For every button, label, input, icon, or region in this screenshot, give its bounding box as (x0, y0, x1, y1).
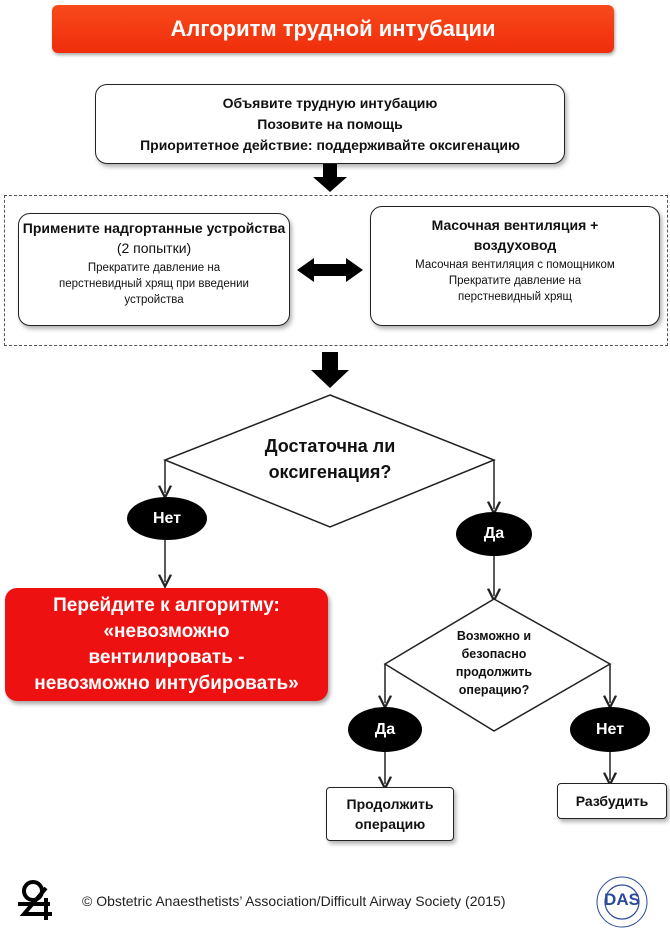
decision-diamond-1 (162, 394, 497, 528)
supraglottic-device-box: Примените надгортанные устройства (2 поп… (18, 213, 290, 326)
block-arrow-down-2 (311, 352, 349, 388)
wake-label: Разбудить (575, 793, 649, 809)
yes-oval-1-label: Да (483, 525, 505, 542)
decision-diamond-2 (383, 598, 612, 732)
continue-line1: Продолжить (346, 796, 434, 812)
title-banner: Алгоритм трудной интубации (52, 5, 614, 53)
block-arrow-down-1 (313, 164, 347, 192)
cico-algorithm-box: Перейдите к алгоритму: «невозможно венти… (5, 588, 328, 701)
left-box-sub3: устройства (124, 294, 184, 306)
decision2-line4: операцию? (458, 683, 530, 697)
decision2-line1: Возможно и (456, 629, 532, 643)
decision1-line2: оксигенация? (268, 462, 392, 482)
copyright-footer: © Obstetric Anaesthetists’ Association/D… (82, 893, 506, 909)
red-box-line2: «невозможно (103, 620, 230, 642)
no-oval-1: Нет (127, 497, 207, 540)
yes-oval-2: Да (348, 707, 422, 752)
no-oval-2-label: Нет (595, 720, 625, 738)
decision1-line1: Достаточна ли (264, 436, 396, 456)
top-box-line2: Позовите на помощь (257, 115, 403, 132)
decision1-text: Достаточна ли оксигенация? (210, 433, 450, 485)
left-box-sub2: перстневидный хрящ при введении (59, 278, 249, 290)
right-box-heading1: Масочная вентиляция + (431, 217, 599, 233)
mask-ventilation-box: Масочная вентиляция + воздуховод Масочна… (370, 206, 660, 326)
left-box-subtext: Прекратите давление на перстневидный хря… (19, 260, 289, 308)
decision2-line2: безопасно (461, 647, 527, 661)
left-box-sub1: Прекратите давление на (87, 262, 221, 274)
red-box-line1: Перейдите к алгоритму: (53, 594, 280, 616)
oaa-logo-icon (18, 880, 52, 920)
left-box-heading-bold: Примените надгортанные устройства (22, 220, 286, 236)
declare-difficult-intubation-box: Объявите трудную интубацию Позовите на п… (95, 84, 565, 164)
decision2-line3: продолжить (455, 665, 533, 679)
decision2-text: Возможно и безопасно продолжить операцию… (434, 627, 554, 699)
red-box-line4: невозможно интубировать» (34, 672, 299, 694)
top-box-line1: Объявите трудную интубацию (222, 94, 438, 111)
yes-oval-1: Да (456, 512, 532, 556)
double-arrow (297, 258, 363, 282)
yes-oval-2-label: Да (374, 720, 396, 738)
das-logo-text: DAS (604, 890, 640, 909)
options-group (4, 195, 668, 346)
right-box-sub3: перстневидный хрящ (458, 291, 572, 303)
red-box-line3: вентилировать - (88, 646, 245, 668)
title-text: Алгоритм трудной интубации (170, 16, 496, 41)
left-box-heading: Примените надгортанные устройства (2 поп… (19, 218, 289, 258)
das-logo: DAS (592, 874, 652, 930)
top-box-line3: Приоритетное действие: поддерживайте окс… (140, 136, 520, 153)
right-box-subtext: Масочная вентиляция с помощником Прекрат… (371, 257, 659, 305)
left-box-heading-normal: (2 попытки) (116, 240, 192, 256)
continue-line2: операцию (354, 816, 426, 832)
das-ring-icon (596, 876, 648, 928)
no-oval-2: Нет (570, 707, 650, 752)
right-box-sub1: Масочная вентиляция с помощником (415, 259, 615, 271)
right-box-sub2: Прекратите давление на (448, 275, 582, 287)
right-box-heading2: воздуховод (473, 237, 557, 253)
continue-surgery-box: Продолжить операцию (326, 787, 454, 841)
no-oval-1-label: Нет (152, 509, 182, 527)
wake-patient-box: Разбудить (557, 783, 667, 819)
